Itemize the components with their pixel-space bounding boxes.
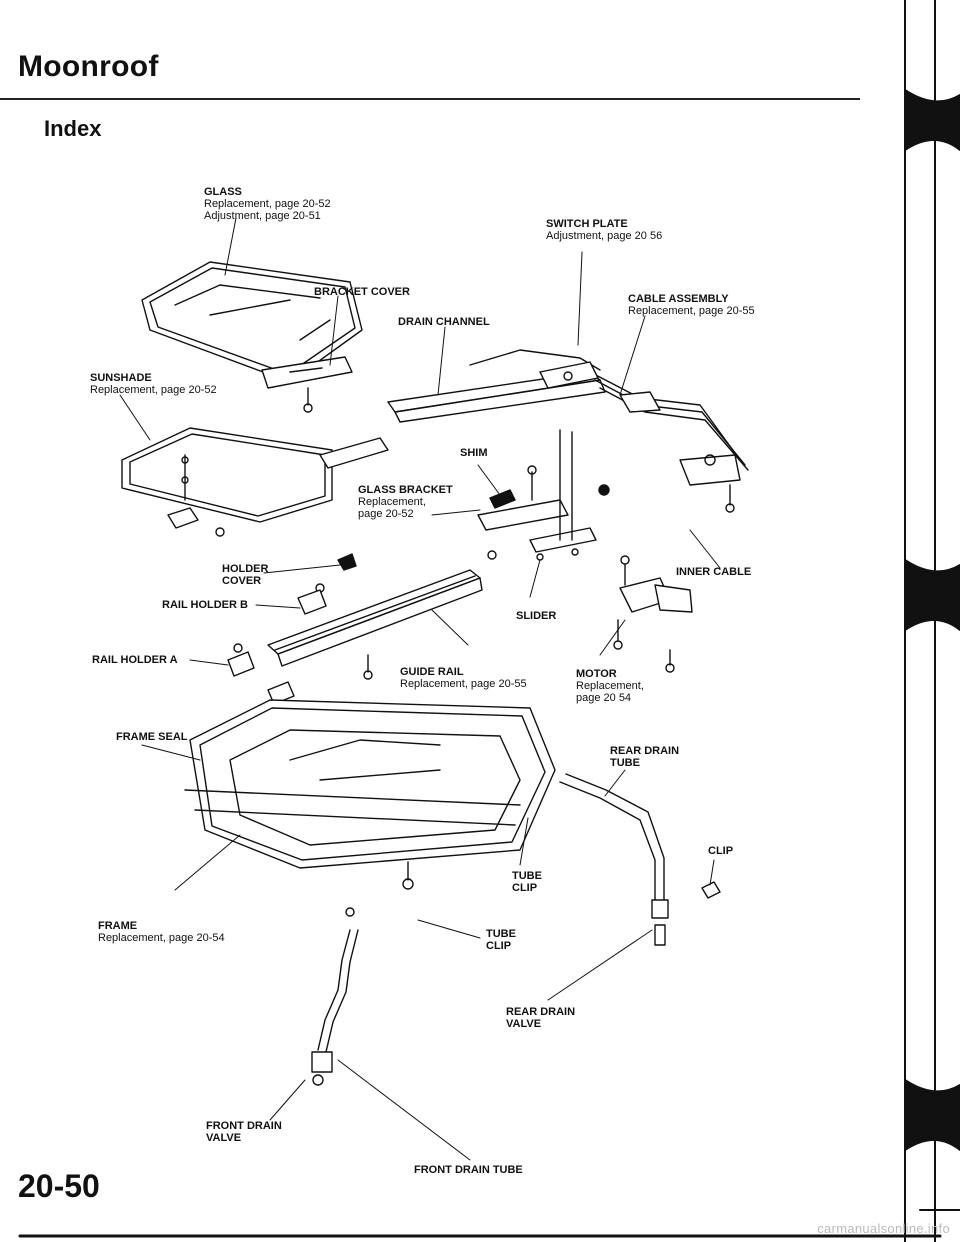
glass-bracket-part bbox=[319, 437, 610, 531]
label-bracket-cover: BRACKET COVER bbox=[314, 286, 410, 298]
page-number: 20-50 bbox=[18, 1168, 100, 1204]
label-rail-holder-a: RAIL HOLDER A bbox=[92, 654, 178, 666]
label-bracket-cover-title: BRACKET COVER bbox=[314, 286, 410, 298]
label-glass-line2: Adjustment, page 20-51 bbox=[204, 210, 321, 222]
label-rear-drain-valve-title2: VALVE bbox=[506, 1018, 542, 1030]
clip-part bbox=[701, 881, 721, 899]
label-motor-title: MOTOR bbox=[576, 668, 617, 680]
rear-drain-tube-part bbox=[559, 773, 669, 946]
front-drain-tube-part bbox=[311, 907, 359, 1086]
label-frame-seal-title: FRAME SEAL bbox=[116, 731, 188, 743]
label-tube-clip-2: TUBE CLIP bbox=[486, 928, 516, 952]
label-cable-assembly-title: CABLE ASSEMBLY bbox=[628, 293, 729, 305]
guide-rail-part bbox=[267, 569, 483, 680]
rail-holder-cap bbox=[267, 681, 295, 705]
label-frame-line1: Replacement, page 20-54 bbox=[98, 932, 225, 944]
label-glass-bracket-line2: page 20-52 bbox=[358, 508, 414, 520]
label-tube-clip-2-title: TUBE bbox=[486, 928, 516, 940]
label-frame-title: FRAME bbox=[98, 920, 138, 932]
label-glass-line1: Replacement, page 20-52 bbox=[204, 198, 331, 210]
label-front-drain-valve: FRONT DRAIN VALVE bbox=[206, 1120, 282, 1144]
glass-panel bbox=[141, 261, 363, 383]
label-slider-title: SLIDER bbox=[516, 610, 557, 622]
label-glass-title: GLASS bbox=[204, 186, 242, 198]
title-rule bbox=[0, 98, 860, 100]
label-sunshade-line1: Replacement, page 20-52 bbox=[90, 384, 217, 396]
binding-edge-marks bbox=[904, 0, 960, 1242]
label-guide-rail: GUIDE RAIL Replacement, page 20-55 bbox=[400, 666, 527, 690]
label-cable-assembly: CABLE ASSEMBLY Replacement, page 20-55 bbox=[628, 293, 755, 317]
label-sunshade: SUNSHADE Replacement, page 20-52 bbox=[90, 372, 217, 396]
switch-plate-part bbox=[539, 361, 599, 389]
rail-holder-a-part bbox=[227, 643, 255, 677]
label-inner-cable-title: INNER CABLE bbox=[676, 566, 752, 578]
label-frame: FRAME Replacement, page 20-54 bbox=[98, 920, 225, 944]
label-holder-cover-title: HOLDER bbox=[222, 563, 269, 575]
label-glass-bracket: GLASS BRACKET Replacement, page 20-52 bbox=[358, 484, 453, 520]
label-front-drain-tube: FRONT DRAIN TUBE bbox=[414, 1164, 523, 1176]
label-rail-holder-a-title: RAIL HOLDER A bbox=[92, 654, 178, 666]
label-switch-plate-title: SWITCH PLATE bbox=[546, 218, 628, 230]
bracket-cover-part bbox=[261, 356, 353, 413]
holder-cover-part bbox=[315, 553, 357, 593]
label-tube-clip-1-title2: CLIP bbox=[512, 882, 538, 894]
watermark-text: carmanualsonline.info bbox=[817, 1221, 950, 1236]
rail-holder-b-part bbox=[297, 589, 327, 615]
label-glass-bracket-line1: Replacement, bbox=[358, 496, 426, 508]
label-holder-cover-title2: COVER bbox=[222, 575, 262, 587]
label-glass-bracket-title: GLASS BRACKET bbox=[358, 484, 453, 496]
label-sunshade-title: SUNSHADE bbox=[90, 372, 152, 384]
label-shim-title: SHIM bbox=[460, 447, 488, 459]
label-clip-title: CLIP bbox=[708, 845, 734, 857]
label-holder-cover: HOLDER COVER bbox=[222, 563, 268, 587]
label-drain-channel-title: DRAIN CHANNEL bbox=[398, 316, 490, 328]
label-rear-drain-tube: REAR DRAIN TUBE bbox=[610, 745, 679, 769]
label-motor-line2: page 20 54 bbox=[576, 692, 632, 704]
label-tube-clip-2-title2: CLIP bbox=[486, 940, 512, 952]
label-inner-cable: INNER CABLE bbox=[676, 566, 751, 578]
label-frame-seal: FRAME SEAL bbox=[116, 731, 188, 743]
label-switch-plate-line1: Adjustment, page 20 56 bbox=[546, 230, 663, 242]
label-rear-drain-valve: REAR DRAIN VALVE bbox=[506, 1006, 575, 1030]
frame-part bbox=[184, 699, 556, 890]
label-motor: MOTOR Replacement, page 20 54 bbox=[576, 668, 644, 704]
label-rail-holder-b: RAIL HOLDER B bbox=[162, 599, 248, 611]
label-rear-drain-valve-title: REAR DRAIN bbox=[506, 1006, 576, 1018]
label-shim: SHIM bbox=[460, 447, 488, 459]
label-guide-rail-line1: Replacement, page 20-55 bbox=[400, 678, 527, 690]
motor-part bbox=[613, 555, 693, 673]
label-tube-clip-1-title: TUBE bbox=[512, 870, 542, 882]
leader-lines bbox=[119, 217, 721, 1161]
label-slider: SLIDER bbox=[516, 610, 556, 622]
label-drain-channel: DRAIN CHANNEL bbox=[398, 316, 490, 328]
label-front-drain-valve-title2: VALVE bbox=[206, 1132, 242, 1144]
label-front-drain-tube-title: FRONT DRAIN TUBE bbox=[414, 1164, 523, 1176]
label-clip: CLIP bbox=[708, 845, 733, 857]
label-motor-line1: Replacement, bbox=[576, 680, 644, 692]
label-front-drain-valve-title: FRONT DRAIN bbox=[206, 1120, 282, 1132]
label-rear-drain-tube-title2: TUBE bbox=[610, 757, 640, 769]
label-rail-holder-b-title: RAIL HOLDER B bbox=[162, 599, 248, 611]
label-glass: GLASS Replacement, page 20-52 Adjustment… bbox=[204, 186, 331, 222]
section-title: Index bbox=[44, 116, 102, 141]
slider-part bbox=[487, 429, 597, 561]
label-cable-assembly-line1: Replacement, page 20-55 bbox=[628, 305, 755, 317]
label-tube-clip-1: TUBE CLIP bbox=[512, 870, 542, 894]
page-title: Moonroof bbox=[18, 50, 159, 83]
cable-assembly-part bbox=[469, 349, 749, 513]
label-rear-drain-tube-title: REAR DRAIN bbox=[610, 745, 680, 757]
label-guide-rail-title: GUIDE RAIL bbox=[400, 666, 464, 678]
label-switch-plate: SWITCH PLATE Adjustment, page 20 56 bbox=[546, 218, 662, 242]
sunshade-part bbox=[121, 427, 333, 537]
